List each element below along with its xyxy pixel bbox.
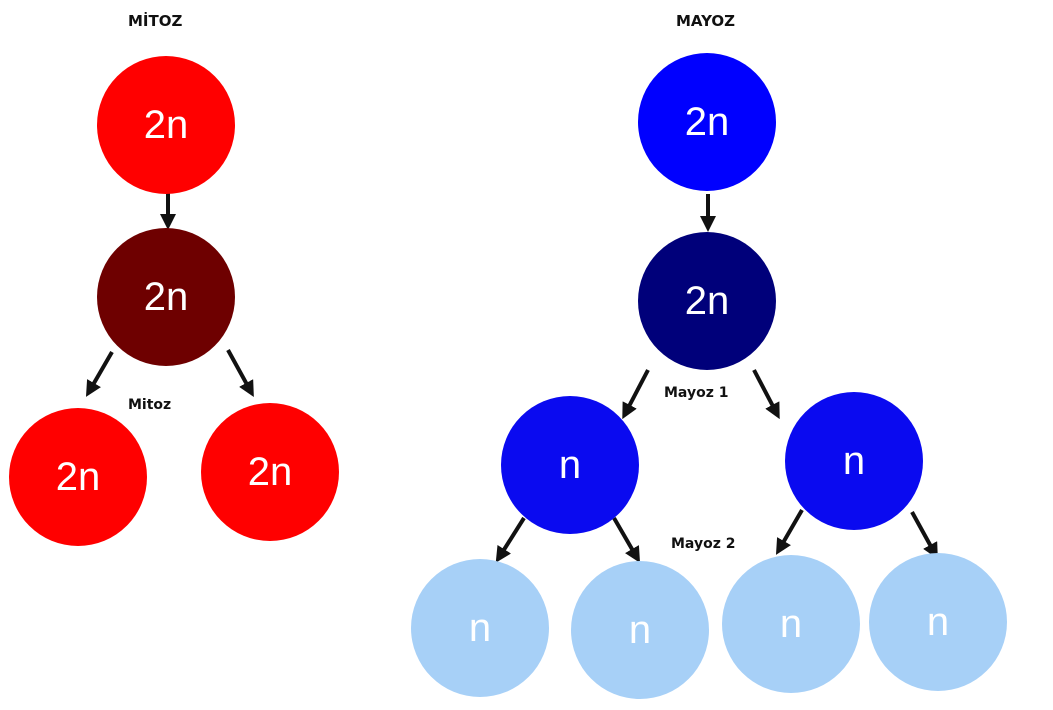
cell-label: n bbox=[558, 442, 582, 487]
arrow-meiosis2-1 bbox=[495, 516, 526, 563]
meiosis-2-label: Mayoz 2 bbox=[671, 536, 736, 552]
mitosis-parent-cell: 2n bbox=[97, 56, 235, 194]
mitosis-dividing-cell: 2n bbox=[97, 228, 235, 366]
mitosis-daughter-cell-left: 2n bbox=[9, 408, 147, 546]
arrow-meiosis2-4 bbox=[910, 511, 938, 560]
arrow-meiosis1-right bbox=[752, 369, 780, 420]
cell-label: n bbox=[779, 601, 803, 646]
meiosis-dividing-cell: 2n bbox=[638, 232, 776, 370]
meiosis2-daughter-cell-1: n bbox=[411, 559, 549, 697]
meiosis-parent-cell: 2n bbox=[638, 53, 776, 191]
meiosis2-daughter-cell-2: n bbox=[571, 561, 709, 699]
mitosis-label: Mitoz bbox=[128, 397, 172, 413]
arrow-meiosis2-3 bbox=[775, 508, 804, 555]
arrow-mitosis-right bbox=[226, 349, 254, 398]
arrow-meiosis1-left bbox=[622, 369, 650, 420]
cell-label: 2n bbox=[684, 278, 730, 323]
cell-label: n bbox=[628, 607, 652, 652]
cell-label: 2n bbox=[143, 102, 189, 147]
meiosis2-daughter-cell-3: n bbox=[722, 555, 860, 693]
meiosis-1-label: Mayoz 1 bbox=[664, 385, 729, 401]
mitosis-daughter-cell-right: 2n bbox=[201, 403, 339, 541]
meiosis1-daughter-cell-right: n bbox=[785, 392, 923, 530]
mitosis-title: MİTOZ bbox=[128, 12, 183, 30]
meiosis1-daughter-cell-left: n bbox=[501, 396, 639, 534]
arrow-meiosis2-2 bbox=[612, 516, 641, 563]
cell-label: 2n bbox=[143, 274, 189, 319]
cell-label: n bbox=[926, 599, 950, 644]
arrow-mitosis-left bbox=[85, 350, 114, 397]
meiosis-title: MAYOZ bbox=[676, 12, 736, 30]
cell-label: 2n bbox=[247, 449, 293, 494]
cell-label: n bbox=[842, 438, 866, 483]
cell-label: 2n bbox=[684, 99, 730, 144]
cell-label: n bbox=[468, 605, 492, 650]
cell-label: 2n bbox=[55, 454, 101, 499]
meiosis2-daughter-cell-4: n bbox=[869, 553, 1007, 691]
